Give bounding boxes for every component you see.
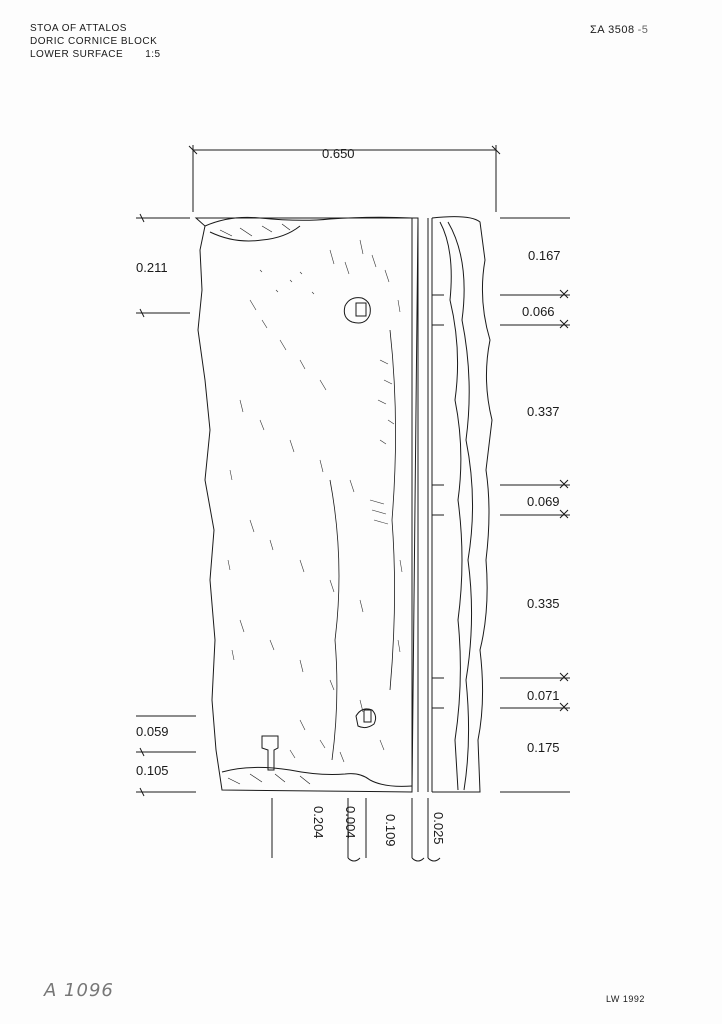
drafter-signature: LW 1992 xyxy=(606,994,645,1004)
broken-edge-top-hatch xyxy=(219,223,291,237)
dim-label-right-4: 0.069 xyxy=(527,494,560,509)
block-outline xyxy=(194,217,419,793)
dim-label-left-bottom-upper: 0.059 xyxy=(136,724,169,739)
reference-number: ΣA 3508-5 xyxy=(590,24,648,36)
pry-cutting xyxy=(261,735,279,771)
crown-profile-inner-1 xyxy=(439,221,463,791)
title-line-3-text: LOWER SURFACE xyxy=(30,49,124,60)
dim-label-right-1: 0.167 xyxy=(528,248,561,263)
dim-left xyxy=(136,213,196,797)
dim-label-bottom-2: 0.004 xyxy=(343,806,358,839)
dim-label-bottom-3: 0.109 xyxy=(383,814,398,847)
crack-2 xyxy=(389,329,396,691)
cutting-bottom-inner xyxy=(363,709,372,723)
cutting-top xyxy=(343,297,371,324)
cutting-top-inner xyxy=(355,302,367,317)
crown-profile-inner-2 xyxy=(447,221,474,791)
broken-edge-top xyxy=(204,216,413,227)
dim-bottom xyxy=(271,798,441,862)
dim-label-right-6: 0.071 xyxy=(527,688,560,703)
drawing-scale: 1:5 xyxy=(145,49,161,60)
crown-profile-outer xyxy=(431,216,493,793)
dim-label-right-2: 0.066 xyxy=(522,304,555,319)
broken-edge-bottom xyxy=(221,766,413,787)
title-line-3: LOWER SURFACE 1:5 xyxy=(30,48,161,61)
mutule-ticks xyxy=(432,294,444,709)
title-line-2: DORIC CORNICE BLOCK xyxy=(30,36,158,47)
reference-number-suffix: -5 xyxy=(637,24,649,36)
broken-edge-bottom-hatch xyxy=(227,773,311,785)
dim-label-left-top: 0.211 xyxy=(136,260,168,275)
dim-right xyxy=(500,217,570,793)
cutting-bottom xyxy=(355,708,377,729)
dim-label-bottom-1: 0.204 xyxy=(311,806,326,839)
dim-label-right-7: 0.175 xyxy=(527,740,560,755)
dim-label-bottom-4: 0.025 xyxy=(431,812,446,845)
broken-edge-top-inner xyxy=(209,225,301,242)
title-line-1: STOA OF ATTALOS xyxy=(30,23,127,34)
dim-label-left-bottom-lower: 0.105 xyxy=(136,763,169,778)
tool-marks xyxy=(227,239,403,763)
dim-label-right-5: 0.335 xyxy=(527,596,560,611)
crack-1 xyxy=(329,479,340,761)
title-block: STOA OF ATTALOS DORIC CORNICE BLOCK LOWE… xyxy=(30,22,161,61)
dim-label-right-3: 0.337 xyxy=(527,404,560,419)
dim-overall-width xyxy=(188,145,501,212)
archive-number: A 1096 xyxy=(44,980,114,1001)
dim-label-overall-width: 0.650 xyxy=(322,146,355,161)
reference-number-main: ΣA 3508 xyxy=(590,24,635,36)
